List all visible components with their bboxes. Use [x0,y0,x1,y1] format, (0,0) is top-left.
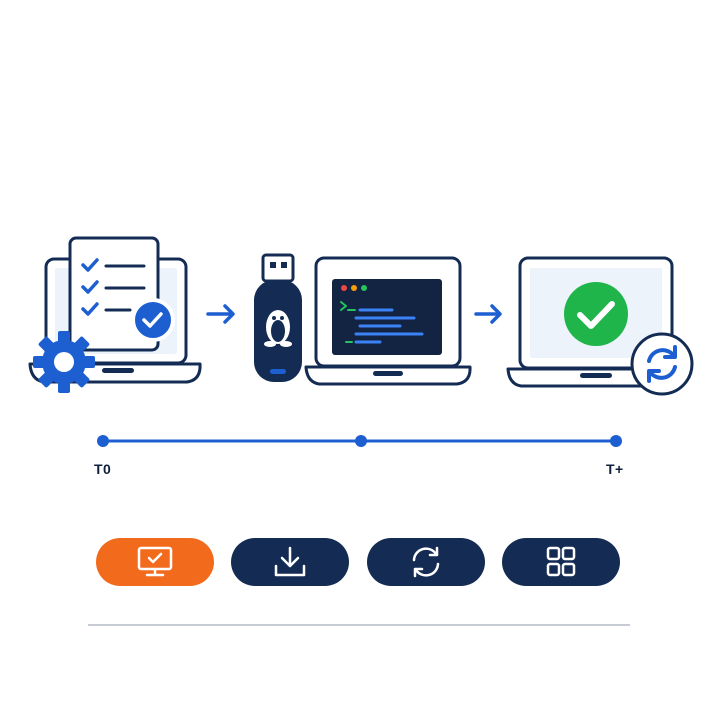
arrow-right-icon [474,304,502,324]
timeline-end-label: T+ [606,461,624,477]
timeline-mid-dot [355,435,367,447]
download-icon [274,546,306,577]
timeline-start-dot [97,435,109,447]
arrow-right-icon [206,304,235,324]
bottom-divider [88,624,630,626]
success-laptop-icon [506,256,694,396]
linux-penguin-icon [264,310,292,347]
grid-button[interactable] [502,538,620,586]
linux-usb-terminal-icon [254,253,472,386]
checklist-config-icon [28,236,202,393]
refresh-icon [412,546,440,578]
timeline-start-label: T0 [94,461,112,477]
monitor-check-button[interactable] [96,538,214,586]
monitor-check-icon [137,546,173,577]
download-button[interactable] [231,538,349,586]
grid-icon [546,546,576,577]
timeline-end-dot [610,435,622,447]
refresh-button[interactable] [367,538,485,586]
timeline [97,435,622,447]
